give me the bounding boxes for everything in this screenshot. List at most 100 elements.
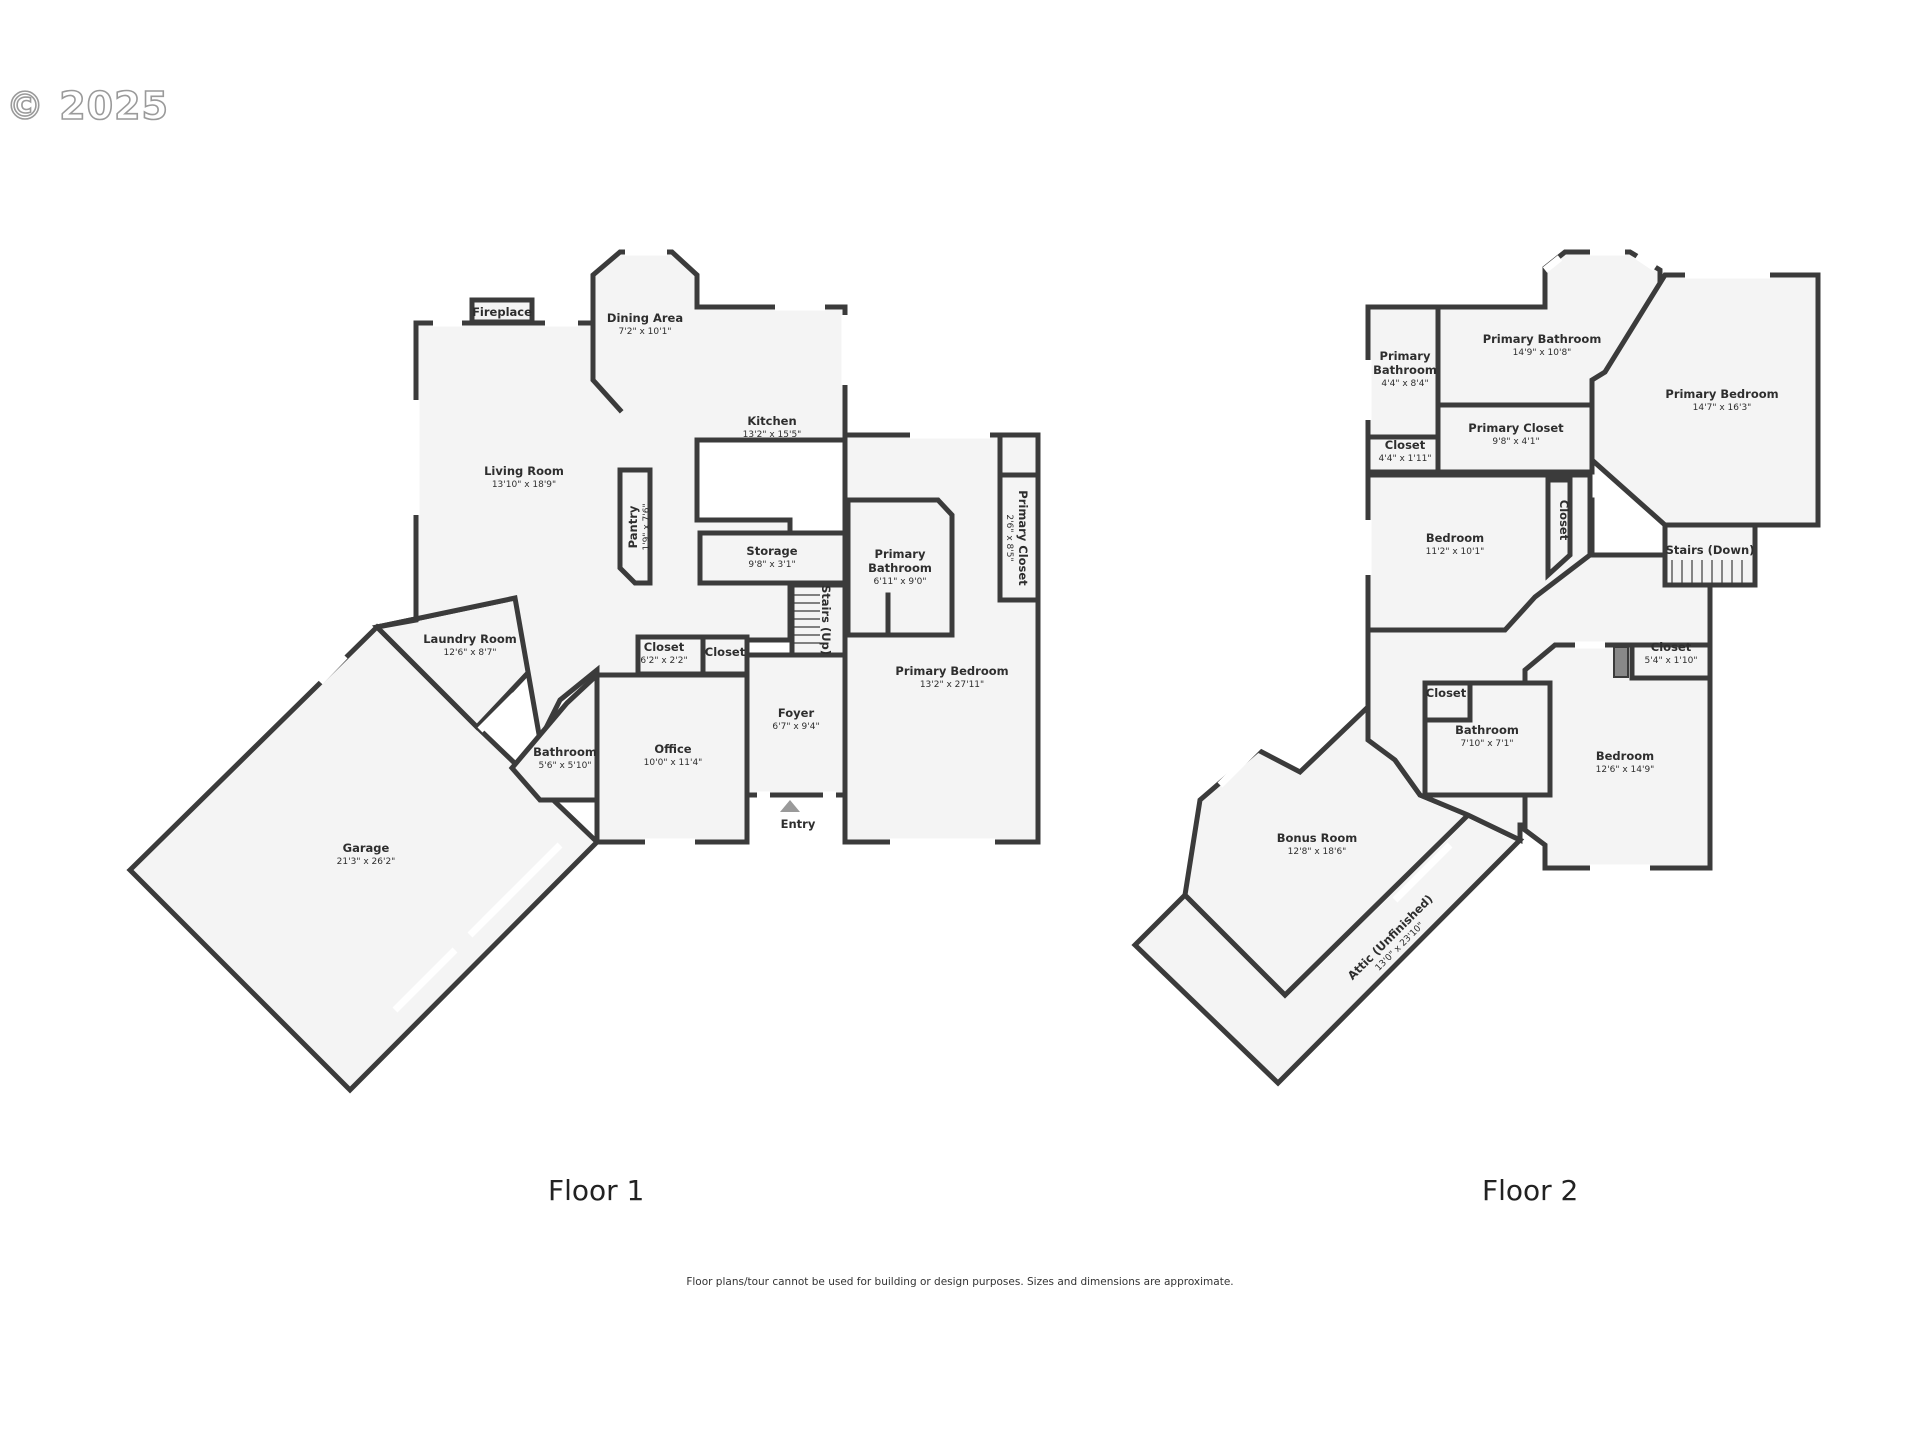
room-dimensions: 12'6" x 8'7" <box>444 648 497 658</box>
room-label-closet-right: Closet 5'4" x 1'10" <box>1645 640 1698 666</box>
room-name: Primary Bedroom <box>1665 387 1778 401</box>
room-label-primary-bath-large: Primary Bathroom 14'9" x 10'8" <box>1483 332 1602 358</box>
room-name: Closet <box>1651 640 1692 654</box>
room-label-bedroom-b: Bedroom 12'6" x 14'9" <box>1596 749 1655 775</box>
disclaimer-text: Floor plans/tour cannot be used for buil… <box>686 1276 1234 1288</box>
room-name: Bedroom <box>1596 749 1654 763</box>
room-closet-right <box>1629 642 1713 681</box>
room-name: Kitchen <box>747 414 796 428</box>
room-primary-bedroom-2 <box>1589 272 1821 528</box>
room-name: Primary Bathroom <box>1483 332 1602 346</box>
room-name: Entry <box>781 817 816 831</box>
room-dimensions: 14'9" x 10'8" <box>1513 348 1572 358</box>
room-label-stairs-up: Stairs (Up) <box>819 585 833 655</box>
room-name: Closet <box>1426 686 1467 700</box>
room-closet-vertical <box>1545 477 1573 581</box>
room-bedroom-a <box>1365 472 1593 633</box>
room-dimensions: 7'2" x 10'1" <box>619 327 672 337</box>
room-name: Primary <box>1380 349 1431 363</box>
room-dimensions: 12'6" x 14'9" <box>1596 765 1655 775</box>
room-label-closet-vert: Closet <box>1557 500 1571 541</box>
floor-1-label: Floor 1 <box>548 1174 645 1207</box>
room-dimensions: 14'7" x 16'3" <box>1693 403 1752 413</box>
room-name: Bathroom <box>868 561 932 575</box>
room-name: Closet <box>1557 500 1571 541</box>
room-name: Dining Area <box>607 311 683 325</box>
room-dimensions: 2'6" x 8'5" <box>1004 514 1014 561</box>
room-label-bath: Bathroom 5'6" x 5'10" <box>533 745 597 771</box>
room-label-garage: Garage 21'3" x 26'2" <box>337 841 396 867</box>
room-dimensions: 21'3" x 26'2" <box>337 857 396 867</box>
room-name: Fireplace <box>472 305 532 319</box>
room-name: Bonus Room <box>1277 831 1358 845</box>
room-closet-small <box>1365 434 1441 475</box>
room-label-closet-a: Closet 6'2" x 2'2" <box>640 640 687 666</box>
room-dimensions: 5'6" x 5'10" <box>539 761 592 771</box>
room-label-fireplace: Fireplace <box>472 305 532 319</box>
room-storage <box>697 530 848 586</box>
room-dimensions: 4'4" x 8'4" <box>1381 379 1428 389</box>
room-name: Laundry Room <box>423 632 517 646</box>
room-bathroom-small <box>508 669 600 803</box>
room-dimensions: 11'2" x 10'1" <box>1426 547 1485 557</box>
room-stairs-down <box>1662 522 1758 588</box>
room-name: Foyer <box>778 706 815 720</box>
room-dimensions: 6'2" x 2'2" <box>640 656 687 666</box>
room-label-entry: Entry <box>781 817 816 831</box>
room-label-primary-closet: Primary Closet 9'8" x 4'1" <box>1468 421 1564 447</box>
stair-treads-floor-2 <box>1671 560 1743 585</box>
room-name: Primary Closet <box>1468 421 1564 435</box>
room-name: Bathroom <box>533 745 597 759</box>
room-label-dining: Dining Area 7'2" x 10'1" <box>607 311 683 337</box>
room-dimensions: 12'8" x 18'6" <box>1288 847 1347 857</box>
room-name: Storage <box>746 544 797 558</box>
room-fireplace <box>469 297 535 325</box>
room-dimensions: 5'4" x 1'10" <box>1645 656 1698 666</box>
room-name: Bathroom <box>1373 363 1437 377</box>
floor-2-plan <box>1131 248 1821 1087</box>
room-name: Primary <box>875 547 926 561</box>
room-dimensions: 1'9" x 7'6" <box>642 503 652 550</box>
room-label-closet-bath: Closet <box>1426 686 1467 700</box>
room-closet-b <box>700 634 750 677</box>
room-name: Closet <box>644 640 685 654</box>
windows-floor-1 <box>317 248 995 1013</box>
room-name: Bedroom <box>1426 531 1484 545</box>
room-name: Garage <box>343 841 390 855</box>
room-name: Living Room <box>484 464 564 478</box>
room-name: Bathroom <box>1455 723 1519 737</box>
room-dimensions: 9'8" x 4'1" <box>1492 437 1539 447</box>
room-primary-closet <box>997 472 1041 603</box>
windows-floor-2 <box>1217 248 1770 903</box>
room-label-laundry: Laundry Room 12'6" x 8'7" <box>423 632 517 658</box>
stair-treads <box>792 594 820 644</box>
room-name: Stairs (Down) <box>1666 543 1755 557</box>
room-dimensions: 7'10" x 7'1" <box>1461 739 1514 749</box>
room-dimensions: 10'0" x 11'4" <box>644 758 703 768</box>
room-dimensions: 13'2" x 27'11" <box>920 680 984 690</box>
room-name: Stairs (Up) <box>819 585 833 655</box>
room-name: Pantry <box>626 505 640 548</box>
room-label-kitchen: Kitchen 13'2" x 15'5" <box>743 414 802 440</box>
room-closet-bath <box>1422 680 1473 723</box>
room-label-primary-bed: Primary Bedroom 14'7" x 16'3" <box>1665 387 1778 413</box>
wall-dining-chamfer <box>590 320 624 414</box>
room-primary-bathroom <box>845 497 955 638</box>
room-name: Closet <box>1385 438 1426 452</box>
room-label-stairs-down: Stairs (Down) <box>1666 543 1755 557</box>
room-label-closet-b: Closet <box>705 645 746 659</box>
room-pantry <box>617 467 653 586</box>
room-dimensions: 13'2" x 15'5" <box>743 430 802 440</box>
room-label-bonus: Bonus Room 12'8" x 18'6" <box>1277 831 1358 857</box>
